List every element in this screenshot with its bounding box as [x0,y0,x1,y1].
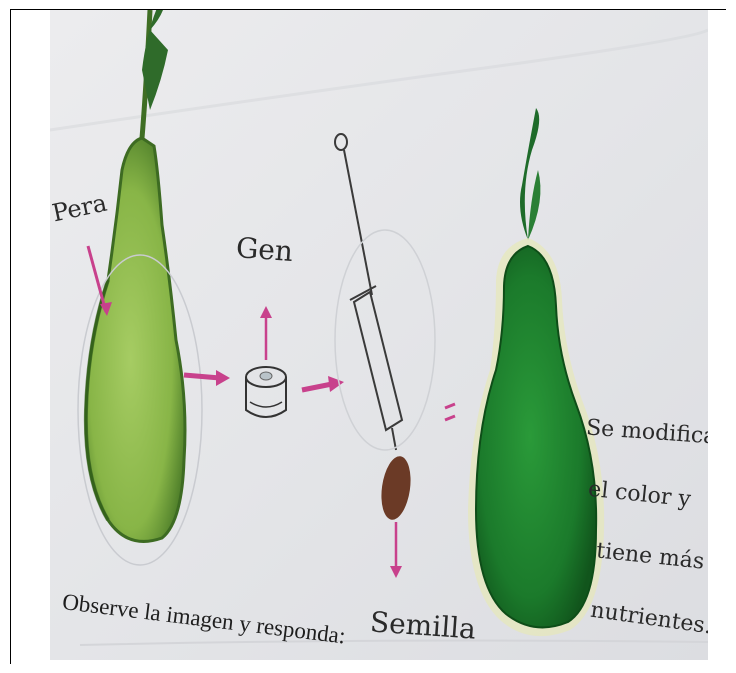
semilla-label: Semilla [369,608,477,643]
arrow-to-gene-icon [184,375,220,378]
frame-left-border [10,9,11,664]
gen-label: Gen [235,234,294,266]
drawing-photo: Pera Gen Semilla Se modifica el color y … [50,10,708,660]
